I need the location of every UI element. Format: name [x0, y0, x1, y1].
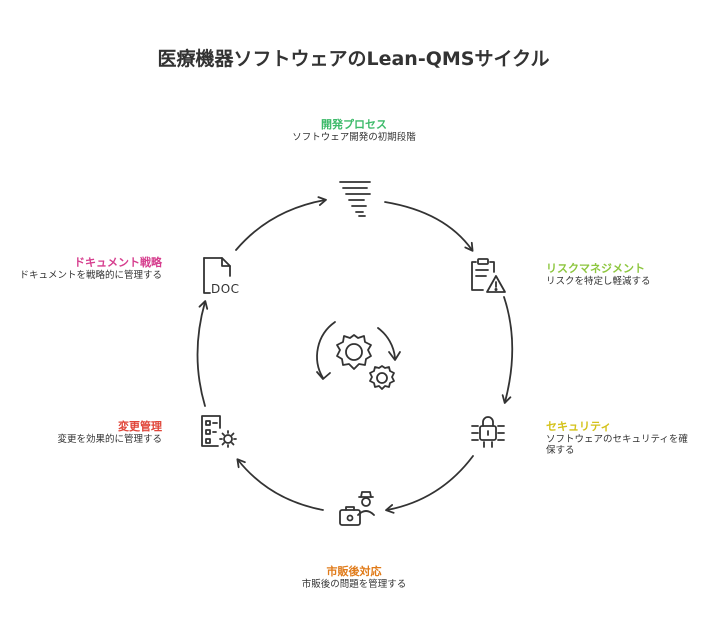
- stage-security-description: ソフトウェアのセキュリティを確保する: [546, 434, 688, 456]
- stage-postmarket: 市販後対応 市販後の問題を管理する: [254, 565, 454, 590]
- stage-document-heading: ドキュメント戦略: [74, 256, 162, 269]
- lock-circuit-icon: [472, 417, 504, 447]
- doc-file-icon: [204, 258, 230, 293]
- stage-document: ドキュメント戦略 ドキュメントを戦略的に管理する: [16, 256, 162, 281]
- arrow-change-to-document: [198, 302, 206, 406]
- arrow-risk-to-security: [504, 297, 512, 402]
- stage-development-heading: 開発プロセス: [321, 118, 387, 131]
- stage-risk: リスクマネジメント リスクを特定し軽減する: [546, 262, 696, 287]
- checklist-gear-icon: [202, 416, 236, 447]
- stage-security-heading: セキュリティ: [546, 420, 612, 433]
- gears-cycle-icon: [317, 322, 400, 389]
- doc-icon-text: DOC: [211, 282, 240, 296]
- cycle-arrows: [198, 200, 513, 510]
- clipboard-warning-icon: [472, 259, 505, 292]
- arrow-document-to-development: [236, 200, 325, 250]
- stage-security: セキュリティ ソフトウェアのセキュリティを確保する: [546, 420, 696, 456]
- stage-development: 開発プロセス ソフトウェア開発の初期段階: [254, 118, 454, 143]
- arrow-development-to-risk: [385, 202, 472, 250]
- diagram-title: 医療機器ソフトウェアのLean-QMSサイクル: [157, 48, 550, 70]
- arrow-security-to-postmarket: [387, 456, 473, 510]
- stage-risk-heading: リスクマネジメント: [546, 262, 645, 275]
- stage-postmarket-heading: 市販後対応: [326, 565, 382, 578]
- tornado-icon: [340, 182, 370, 216]
- arrow-postmarket-to-change: [238, 460, 323, 510]
- stage-risk-description: リスクを特定し軽減する: [546, 276, 651, 287]
- stage-development-description: ソフトウェア開発の初期段階: [292, 132, 416, 143]
- stage-postmarket-description: 市販後の問題を管理する: [301, 579, 407, 590]
- stage-change-heading: 変更管理: [118, 420, 162, 433]
- stage-document-description: ドキュメントを戦略的に管理する: [19, 270, 162, 281]
- agent-briefcase-icon: [340, 492, 374, 525]
- stage-change-description: 変更を効果的に管理する: [57, 434, 162, 445]
- stage-change: 変更管理 変更を効果的に管理する: [16, 420, 162, 445]
